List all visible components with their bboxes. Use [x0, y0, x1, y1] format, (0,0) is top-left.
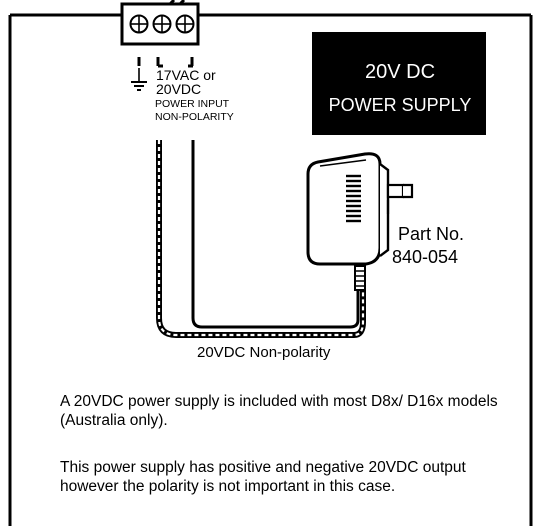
plug-pack-icon	[306, 152, 414, 266]
diagram-frame	[8, 13, 533, 526]
terminal-screw-3	[175, 14, 195, 34]
vent-slots	[346, 174, 361, 223]
power-supply-box: 20V DC POWER SUPPLY	[312, 32, 486, 135]
cable-strain-relief	[354, 265, 366, 291]
terminal-screw-2	[152, 14, 172, 34]
terminal-screw-1	[129, 14, 149, 34]
terminal-labels: 17VAC or 20VDC POWER INPUT NON-POLARITY	[155, 67, 234, 123]
input-label-line3: POWER INPUT	[155, 98, 230, 110]
terminal-block	[120, 2, 200, 46]
input-label-line2: 20VDC	[156, 81, 201, 97]
cable-caption: 20VDC Non-polarity	[197, 344, 331, 361]
input-label-line1: 17VAC or	[156, 67, 216, 83]
plug-prong-icon	[386, 183, 414, 214]
part-number: Part No. 840-054	[392, 224, 464, 267]
description-paragraph-2: This power supply has positive and negat…	[60, 459, 466, 495]
cable-solid-wire	[191, 140, 360, 329]
part-number-value: 840-054	[392, 247, 458, 267]
power-supply-subtitle: POWER SUPPLY	[329, 95, 472, 115]
ground-icon	[131, 68, 147, 91]
pin-markers	[137, 57, 194, 68]
cable-dashed-wire	[156, 140, 366, 338]
input-label-line4: NON-POLARITY	[155, 111, 234, 123]
description-paragraph-1: A 20VDC power supply is included with mo…	[60, 393, 498, 429]
power-supply-title: 20V DC	[365, 61, 435, 83]
part-number-label: Part No.	[398, 224, 464, 244]
